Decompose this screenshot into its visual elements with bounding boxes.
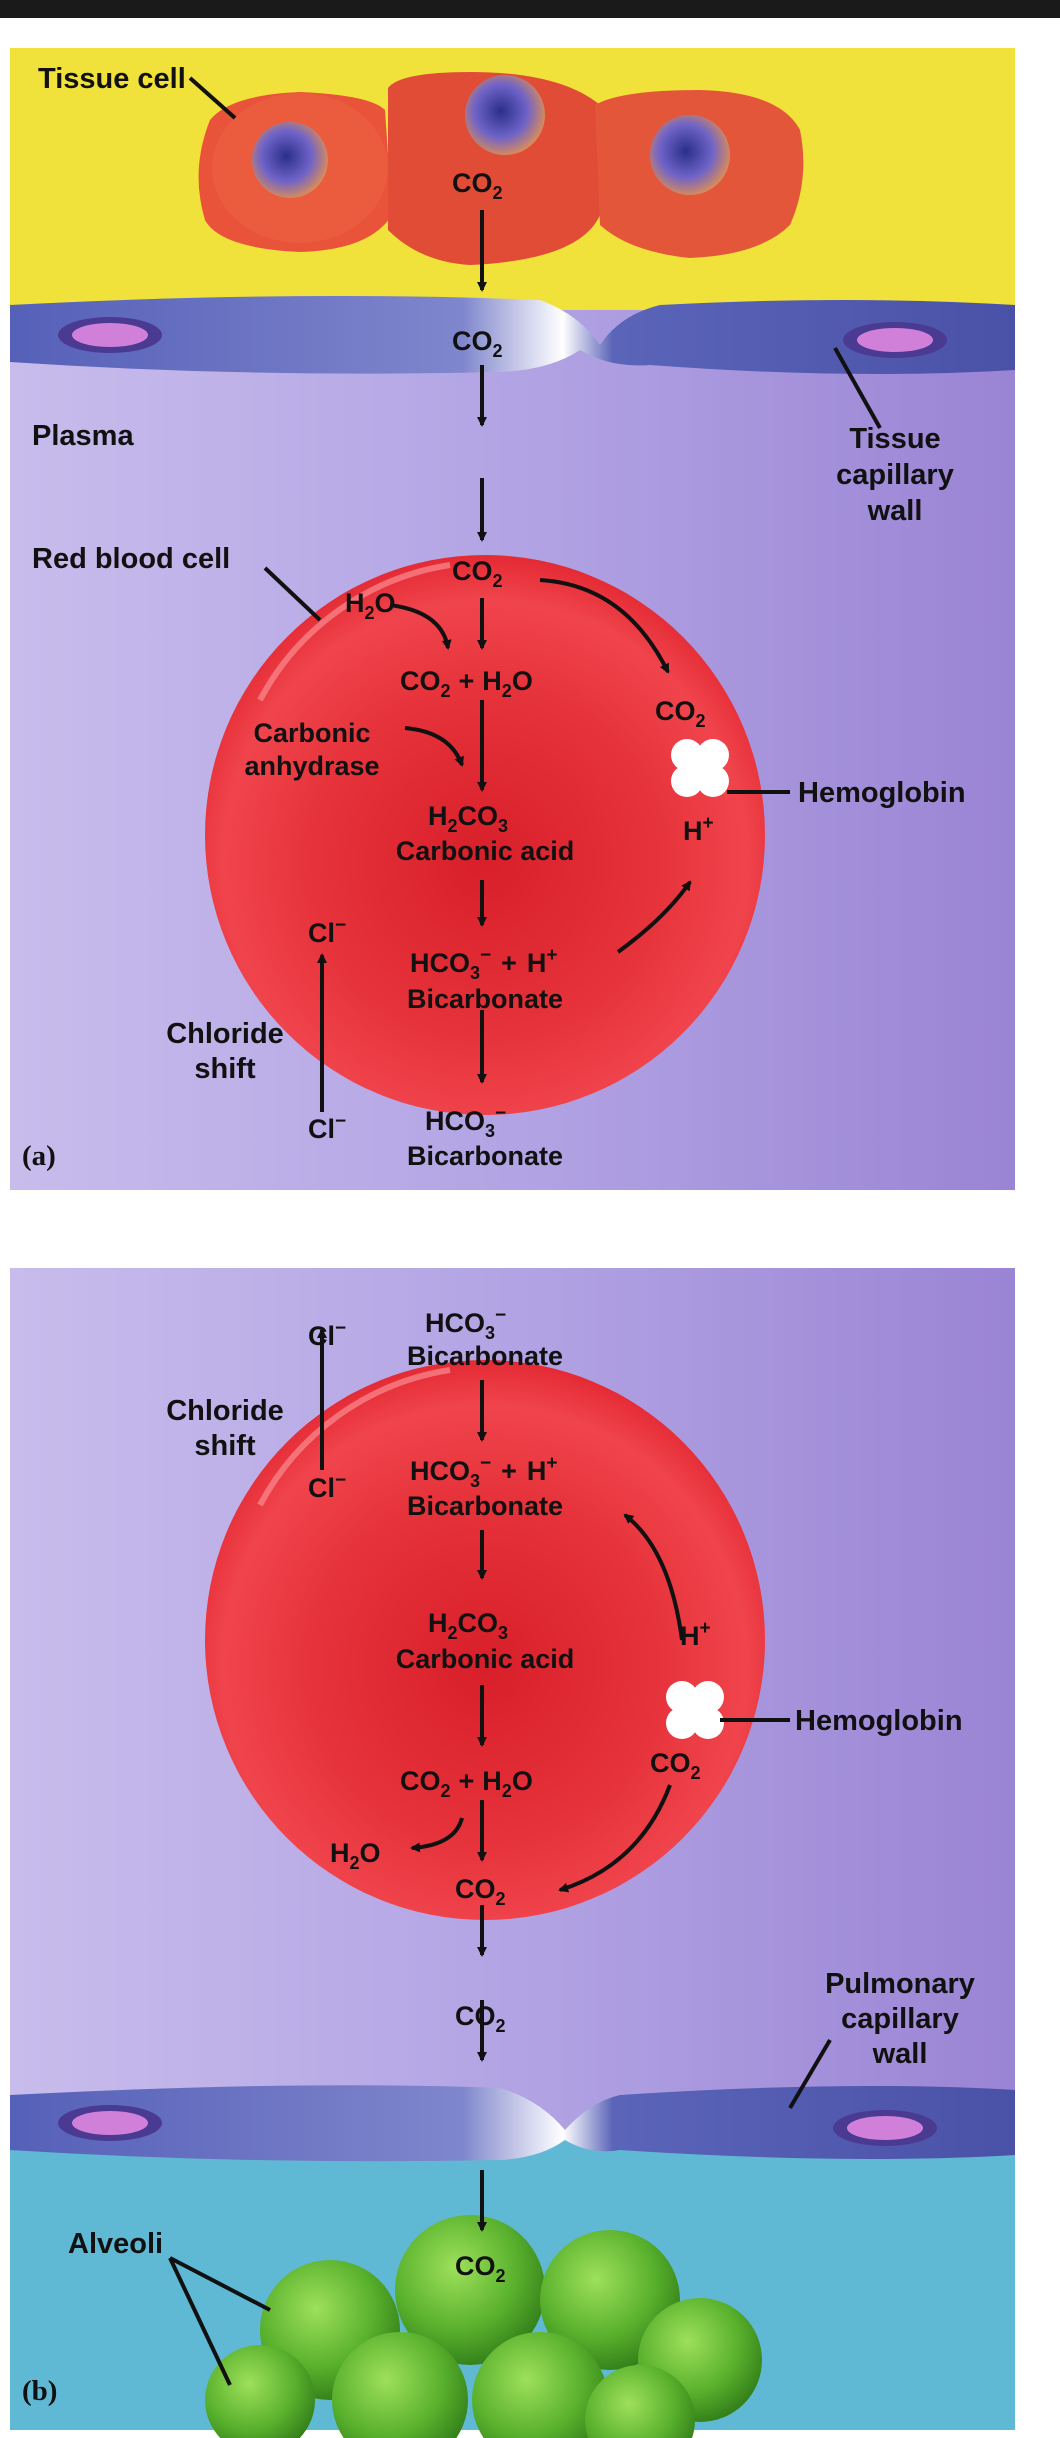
hco3-outside-a: HCO3− bbox=[425, 1103, 506, 1141]
cl-outside-a: Cl− bbox=[308, 1111, 346, 1144]
carbonic-anhydrase-label-1: Carbonic bbox=[253, 718, 370, 748]
co2-plus-h2o-b: CO2+H2O bbox=[400, 1766, 533, 1801]
hemoglobin-label-a: Hemoglobin bbox=[798, 777, 966, 809]
bicarbonate-label-b-outside: Bicarbonate bbox=[407, 1341, 563, 1371]
chloride-shift-label-b-2: shift bbox=[194, 1430, 256, 1462]
alveoli-label: Alveoli bbox=[68, 2228, 163, 2260]
h-ion-hemoglobin-a: H+ bbox=[683, 813, 714, 846]
co2-hemoglobin-b: CO2 bbox=[650, 1748, 701, 1783]
bicarbonate-label-b-inside: Bicarbonate bbox=[407, 1491, 563, 1521]
co2-rbc-entry-a: CO2 bbox=[452, 556, 503, 591]
tissue-cell-label: Tissue cell bbox=[38, 63, 186, 95]
co2-alveoli: CO2 bbox=[455, 2251, 506, 2286]
red-blood-cell-a bbox=[205, 555, 765, 1115]
hemoglobin-label-b: Hemoglobin bbox=[795, 1705, 963, 1737]
pulmonary-capillary-wall bbox=[10, 2085, 1015, 2162]
pulmonary-wall-label-3: wall bbox=[872, 2038, 928, 2070]
tissue-cells bbox=[198, 72, 804, 265]
chloride-shift-label-a-1: Chloride bbox=[166, 1018, 284, 1050]
hco3-outside-b: HCO3− bbox=[425, 1305, 506, 1343]
carbonic-acid-label-b: Carbonic acid bbox=[396, 1644, 575, 1674]
h2co3-b: H2CO3 bbox=[428, 1608, 508, 1643]
pulmonary-wall-label-1: Pulmonary bbox=[825, 1968, 975, 2000]
cl-inside-a: Cl− bbox=[308, 915, 346, 948]
chloride-shift-label-b-1: Chloride bbox=[166, 1395, 284, 1427]
tissue-wall-label-3: wall bbox=[867, 495, 923, 527]
rbc-label: Red blood cell bbox=[32, 543, 230, 575]
nucleus-3 bbox=[650, 115, 730, 195]
co2-hemoglobin-a: CO2 bbox=[655, 696, 706, 731]
nucleus-2 bbox=[465, 75, 545, 155]
bicarbonate-label-a-outside: Bicarbonate bbox=[407, 1141, 563, 1171]
co2-tissue: CO2 bbox=[452, 168, 503, 203]
chloride-shift-label-a-2: shift bbox=[194, 1053, 256, 1085]
red-blood-cell-b bbox=[205, 1360, 765, 1920]
tissue-wall-label-2: capillary bbox=[836, 459, 954, 491]
plasma-label: Plasma bbox=[32, 420, 134, 452]
pulmonary-wall-label-2: capillary bbox=[841, 2003, 959, 2035]
cl-outside-b: Cl− bbox=[308, 1318, 346, 1351]
nucleus-1 bbox=[252, 122, 328, 198]
co2-plus-h2o-a: CO2+H2O bbox=[400, 666, 533, 701]
carbonic-acid-label-a: Carbonic acid bbox=[396, 836, 575, 866]
h2o-b: H2O bbox=[330, 1838, 381, 1873]
h2co3-a: H2CO3 bbox=[428, 801, 508, 836]
alveoli bbox=[205, 2215, 762, 2438]
panel-a-arrows bbox=[188, 76, 882, 1112]
hemoglobin-icon-b bbox=[666, 1681, 724, 1739]
top-rule bbox=[0, 0, 1060, 18]
hemoglobin-icon bbox=[671, 739, 729, 797]
cl-inside-b: Cl− bbox=[308, 1470, 346, 1503]
co2-plasma-a: CO2 bbox=[452, 326, 503, 361]
panel-b: Chloride shift Bicarbonate Bicarbonate C… bbox=[10, 1268, 1015, 2438]
h2o-a: H2O bbox=[345, 588, 396, 623]
panel-a: Tissue cell Plasma Tissue capillary wall… bbox=[10, 48, 1015, 1190]
carbonic-anhydrase-label-2: anhydrase bbox=[244, 751, 379, 781]
tissue-capillary-wall bbox=[10, 296, 1015, 374]
tissue-wall-label-1: Tissue bbox=[849, 423, 940, 455]
co2-rbc-exit-b: CO2 bbox=[455, 1874, 506, 1909]
bicarbonate-label-a-inside: Bicarbonate bbox=[407, 984, 563, 1014]
panel-b-label: (b) bbox=[22, 2375, 57, 2407]
co2-plasma-b: CO2 bbox=[455, 2001, 506, 2036]
h-ion-hemoglobin-b: H+ bbox=[680, 1618, 711, 1651]
panel-a-label: (a) bbox=[22, 1140, 56, 1172]
hco3-plus-h-b: HCO3−+H+ bbox=[410, 1453, 558, 1491]
hco3-plus-h-a: HCO3−+H+ bbox=[410, 945, 558, 983]
panel-b-arrows bbox=[168, 1328, 832, 2386]
